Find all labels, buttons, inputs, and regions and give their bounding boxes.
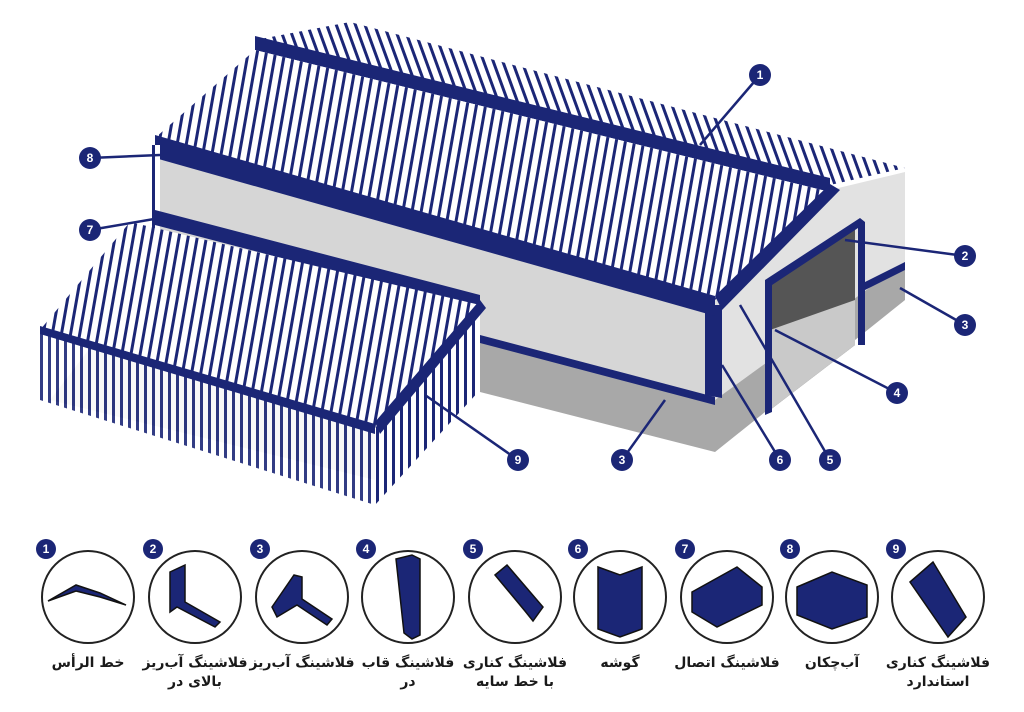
callout-badges: 1 2 3 3 4 5 6 7 8 9 xyxy=(79,64,976,471)
part-number-badge xyxy=(250,539,270,559)
part-5-illustration: 5 xyxy=(463,539,562,644)
flashing-shape-icon xyxy=(271,574,334,626)
gable-base-flashing xyxy=(865,262,905,290)
part-label: فلاشینگ کناری با خط سایه xyxy=(462,655,568,690)
lean-to-front-side xyxy=(40,330,375,505)
part-3-illustration: 3 xyxy=(250,539,349,644)
lean-to-joint-flashing xyxy=(155,210,480,310)
parts-legend: 1 2 3 4 5 6 7 8 9 xyxy=(36,539,985,644)
callout-8: 8 xyxy=(79,147,101,169)
rear-roof xyxy=(255,22,905,185)
corner-flashing xyxy=(705,305,722,398)
part-number-badge xyxy=(675,539,695,559)
callout-number: 4 xyxy=(894,386,901,400)
part-number-badge xyxy=(36,539,56,559)
flashing-shape-icon xyxy=(796,571,868,630)
part-number-badge xyxy=(886,539,906,559)
front-roof xyxy=(155,50,830,300)
part-label: فلاشینگ قاب در xyxy=(361,655,455,690)
lean-to xyxy=(40,210,486,505)
callout-5: 5 xyxy=(819,449,841,471)
callout-number: 3 xyxy=(619,453,626,467)
lean-to-roof xyxy=(40,222,480,428)
part-7-illustration: 7 xyxy=(675,539,774,644)
part-1-illustration: 1 xyxy=(36,539,135,644)
part-number: 7 xyxy=(682,542,689,556)
lean-to-front-flashing xyxy=(40,326,375,434)
part-label: فلاشینگ آب‌ریز xyxy=(249,655,355,671)
part-number-badge xyxy=(568,539,588,559)
ridge-cap xyxy=(255,36,830,192)
part-label: خط الرأس xyxy=(51,655,125,671)
part-label: فلاشینگ اتصال xyxy=(674,655,780,671)
flashing-shape-icon xyxy=(47,584,127,606)
callout-7: 7 xyxy=(79,219,101,241)
flashing-shape-icon xyxy=(691,566,763,628)
part-2-illustration: 2 xyxy=(143,539,242,644)
part-4-illustration: 4 xyxy=(356,539,455,644)
part-number: 9 xyxy=(893,542,900,556)
callout-1: 1 xyxy=(749,64,771,86)
callout-number: 1 xyxy=(757,68,764,82)
callouts xyxy=(89,74,966,462)
rake-flashing xyxy=(715,184,840,310)
door-floor xyxy=(770,300,855,410)
part-number: 2 xyxy=(150,542,157,556)
part-number: 8 xyxy=(787,542,794,556)
part-label: آب‌چکان xyxy=(804,655,860,671)
part-number-badge xyxy=(780,539,800,559)
callout-9: 9 xyxy=(507,449,529,471)
base-strip xyxy=(480,340,715,452)
part-number: 1 xyxy=(43,542,50,556)
callout-6: 6 xyxy=(769,449,791,471)
part-number: 5 xyxy=(470,542,477,556)
callout-2: 2 xyxy=(954,245,976,267)
callout-number: 5 xyxy=(827,453,834,467)
flashing-shape-icon xyxy=(909,560,967,639)
part-8-illustration: 8 xyxy=(780,539,879,644)
part-label: فلاشینگ آب‌ریز بالای در xyxy=(142,655,248,690)
lean-to-side-flashing xyxy=(375,300,486,434)
callout-number: 3 xyxy=(962,318,969,332)
part-number: 6 xyxy=(575,542,582,556)
part-6-illustration: 6 xyxy=(568,539,667,644)
callout-3-right: 3 xyxy=(954,314,976,336)
eave-flashing xyxy=(155,135,715,316)
callout-number: 2 xyxy=(962,249,969,263)
main-building xyxy=(150,22,905,452)
base-flashing xyxy=(480,335,715,405)
callout-number: 8 xyxy=(87,151,94,165)
callout-number: 6 xyxy=(777,453,784,467)
callout-4: 4 xyxy=(886,382,908,404)
part-number-badge xyxy=(463,539,483,559)
flashing-shape-icon xyxy=(395,554,421,640)
door-frame-flashing xyxy=(765,218,865,415)
part-label: گوشه xyxy=(600,655,640,671)
callout-number: 7 xyxy=(87,223,94,237)
part-number-badge xyxy=(356,539,376,559)
flashing-shape-icon xyxy=(597,565,643,638)
part-9-illustration: 9 xyxy=(886,539,985,644)
part-number-badge xyxy=(143,539,163,559)
part-circle xyxy=(41,550,135,644)
lean-to-end-side xyxy=(375,305,480,505)
flashing-shape-icon xyxy=(169,563,222,628)
part-circle xyxy=(148,550,242,644)
callout-3-front: 3 xyxy=(611,449,633,471)
part-number: 3 xyxy=(257,542,264,556)
callout-number: 9 xyxy=(515,453,522,467)
part-number: 4 xyxy=(363,542,370,556)
flashing-shape-icon xyxy=(493,563,544,623)
part-label: فلاشینگ کناری استاندارد xyxy=(885,655,991,690)
